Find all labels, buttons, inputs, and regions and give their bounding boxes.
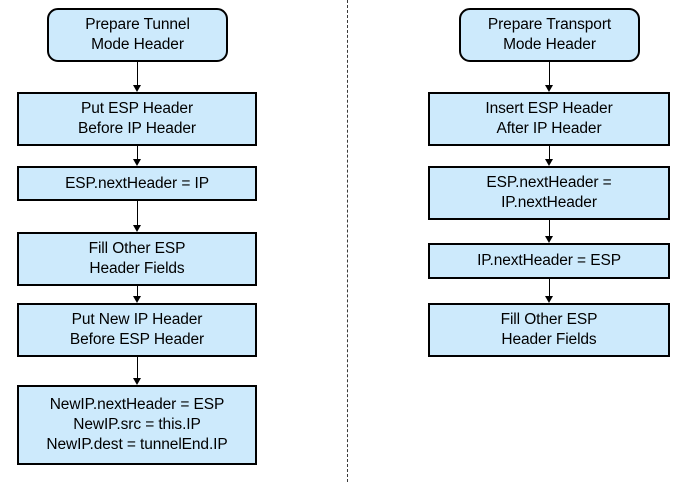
node-label-line: Before ESP Header: [69, 331, 205, 348]
node-label-line: IP.nextHeader = ESP: [477, 252, 621, 269]
node-label-line: IP.nextHeader: [501, 194, 597, 211]
arrowhead-icon: [545, 159, 553, 166]
node-label-line: Prepare Transport: [487, 16, 612, 33]
flow-arrow-tunnel-step-4-to-tunnel-step-5: [137, 357, 138, 380]
flow-arrow-transport-step-2-to-transport-step-3: [549, 220, 550, 238]
arrowhead-icon: [545, 296, 553, 303]
flow-arrow-tunnel-step-1-to-tunnel-step-2: [137, 146, 138, 161]
arrowhead-icon: [133, 378, 141, 385]
arrowhead-icon: [545, 85, 553, 92]
node-label-line: Mode Header: [503, 36, 596, 53]
arrowhead-icon: [133, 225, 141, 232]
flow-node-transport-step-3: IP.nextHeader = ESP: [428, 243, 670, 279]
flow-node-transport-step-2: ESP.nextHeader = IP.nextHeader: [428, 166, 670, 220]
node-label-line: ESP.nextHeader =: [486, 174, 612, 191]
flow-arrow-tunnel-step-2-to-tunnel-step-3: [137, 201, 138, 227]
node-label-line: Header Fields: [501, 331, 597, 348]
node-label-line: Fill Other ESP: [88, 240, 186, 257]
arrowhead-icon: [133, 85, 141, 92]
node-label-line: Prepare Tunnel: [85, 16, 190, 33]
node-label-line: NewIP.src = this.IP: [73, 416, 201, 433]
flow-node-tunnel-step-5: NewIP.nextHeader = ESP NewIP.src = this.I…: [17, 385, 257, 465]
node-label-line: NewIP.dest = tunnelEnd.IP: [46, 436, 228, 453]
node-label-line: Put New IP Header: [71, 311, 203, 328]
node-label-line: NewIP.nextHeader = ESP: [49, 396, 225, 413]
column-divider: [347, 0, 348, 482]
flow-node-transport-step-4: Fill Other ESP Header Fields: [428, 303, 670, 357]
node-label-line: ESP.nextHeader = IP: [65, 174, 209, 192]
flow-arrow-transport-step-1-to-transport-step-2: [549, 146, 550, 161]
arrowhead-icon: [545, 236, 553, 243]
node-label-line: Header Fields: [89, 260, 185, 277]
node-label-line: Insert ESP Header: [485, 100, 613, 117]
node-label-line: Put ESP Header: [80, 100, 194, 117]
flow-arrow-tunnel-start-to-tunnel-step-1: [137, 62, 138, 87]
node-label-line: Fill Other ESP: [500, 311, 598, 328]
flow-arrow-transport-start-to-transport-step-1: [549, 62, 550, 87]
arrowhead-icon: [133, 296, 141, 303]
flow-arrow-transport-step-3-to-transport-step-4: [549, 279, 550, 298]
flow-node-tunnel-step-2: ESP.nextHeader = IP: [17, 166, 257, 201]
arrowhead-icon: [133, 159, 141, 166]
node-label-line: Before IP Header: [78, 120, 196, 137]
node-label-line: After IP Header: [496, 120, 602, 137]
flow-node-tunnel-step-3: Fill Other ESP Header Fields: [17, 232, 257, 286]
flow-arrow-tunnel-step-3-to-tunnel-step-4: [137, 286, 138, 298]
node-label-line: Mode Header: [91, 36, 184, 53]
